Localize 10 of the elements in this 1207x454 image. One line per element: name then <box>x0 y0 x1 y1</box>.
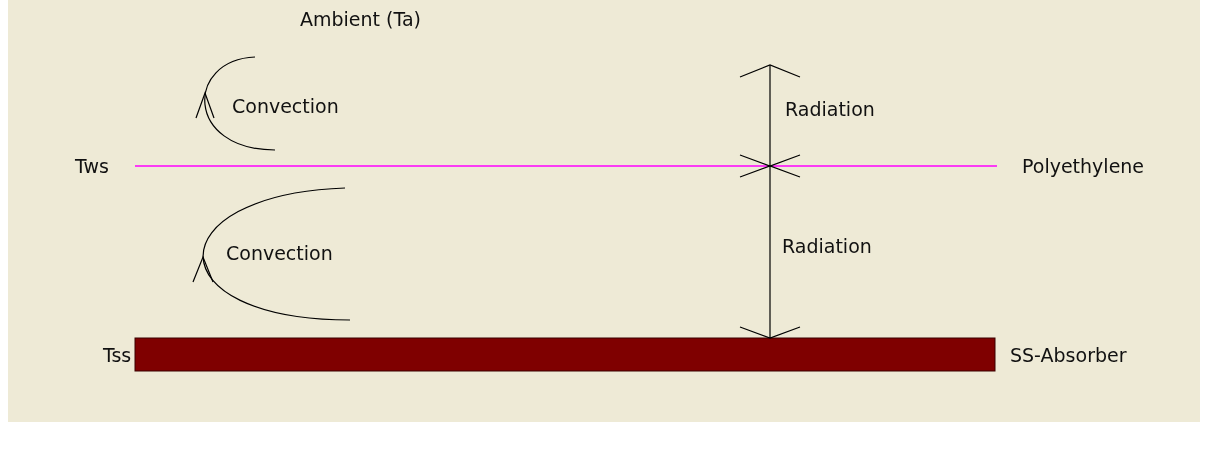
layer-label: Polyethylene <box>1022 155 1145 177</box>
heat-transfer-label: Radiation <box>782 235 872 257</box>
ambient-label: Ambient (Ta) <box>300 8 421 30</box>
heat-transfer-label: Convection <box>232 95 339 117</box>
layer-label: SS-Absorber <box>1010 344 1127 366</box>
absorber-plate <box>134 337 996 372</box>
heat-transfer-label: Radiation <box>785 98 875 120</box>
temperature-label: Tss <box>103 344 132 366</box>
temperature-label: Tws <box>75 155 109 177</box>
heat-transfer-label: Convection <box>226 242 333 264</box>
